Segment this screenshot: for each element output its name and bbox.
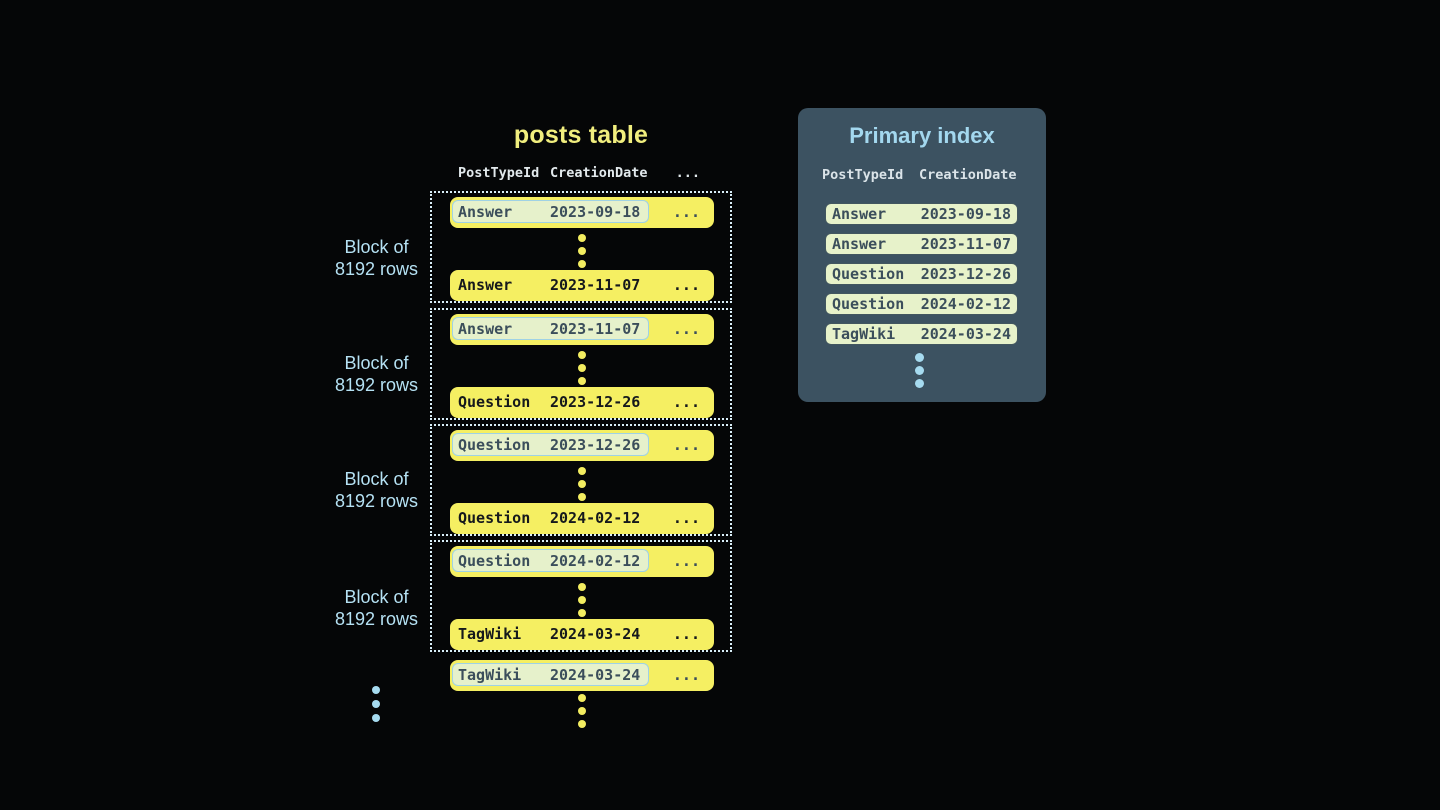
- block-label-line-2: 8192 rows: [334, 258, 419, 279]
- cell-posttypeid: Question: [458, 393, 531, 411]
- posts-block-1: Answer 2023-09-18 ... Answer 2023-11-07 …: [430, 191, 732, 303]
- block-label-line-2: 8192 rows: [334, 608, 419, 629]
- cell-creationdate: 2023-09-18: [550, 203, 641, 221]
- cell-creationdate: 2024-03-24: [920, 324, 1011, 343]
- block-label-line-1: Block of: [344, 353, 409, 373]
- block-2-index-mark-highlight: [452, 317, 649, 340]
- cell-more-ellipsis: ...: [672, 276, 700, 294]
- cell-creationdate: 2023-12-26: [550, 436, 641, 454]
- cell-creationdate: 2023-11-07: [550, 276, 641, 294]
- index-column-creationdate: CreationDate: [919, 167, 1017, 183]
- cell-more-ellipsis: ...: [672, 203, 700, 221]
- block-label-line-2: 8192 rows: [334, 490, 419, 511]
- next-block-first-row: TagWiki 2024-03-24 ...: [450, 660, 714, 691]
- block-3-index-mark-highlight: [452, 433, 649, 456]
- cell-more-ellipsis: ...: [672, 552, 700, 570]
- cell-creationdate: 2024-03-24: [550, 666, 641, 684]
- cell-posttypeid: Answer: [458, 320, 513, 338]
- posts-column-creationdate: CreationDate: [550, 165, 648, 181]
- block-4-index-mark-highlight: [452, 549, 649, 572]
- index-entry-1: Answer 2023-09-18: [825, 203, 1018, 225]
- posts-table-title: posts table: [513, 121, 649, 149]
- block-3-rows-ellipsis-dots: [450, 467, 714, 501]
- cell-posttypeid: TagWiki: [458, 666, 522, 684]
- block-1-index-mark-highlight: [452, 200, 649, 223]
- cell-creationdate: 2023-12-26: [550, 393, 641, 411]
- posts-column-more-ellipsis: ...: [675, 165, 700, 181]
- posts-column-posttypeid: PostTypeId: [458, 165, 540, 181]
- cell-posttypeid: Question: [458, 436, 531, 454]
- index-entry-5: TagWiki 2024-03-24: [825, 323, 1018, 345]
- cell-more-ellipsis: ...: [672, 320, 700, 338]
- block-1-first-row: Answer 2023-09-18 ...: [450, 197, 714, 228]
- cell-creationdate: 2024-03-24: [550, 625, 641, 643]
- block-2-rows-ellipsis-dots: [450, 351, 714, 385]
- block-1-label: Block of 8192 rows: [316, 237, 437, 280]
- cell-creationdate: 2023-12-26: [920, 264, 1011, 283]
- cell-creationdate: 2023-11-07: [920, 234, 1011, 253]
- block-label-line-1: Block of: [344, 587, 409, 607]
- posts-block-2: Answer 2023-11-07 ... Question 2023-12-2…: [430, 308, 732, 420]
- block-4-label: Block of 8192 rows: [316, 587, 437, 630]
- cell-posttypeid: TagWiki: [832, 324, 896, 343]
- index-entry-3: Question 2023-12-26: [825, 263, 1018, 285]
- cell-creationdate: 2023-09-18: [920, 204, 1011, 223]
- cell-more-ellipsis: ...: [672, 509, 700, 527]
- cell-creationdate: 2024-02-12: [550, 552, 641, 570]
- cell-posttypeid: TagWiki: [458, 625, 522, 643]
- block-label-line-2: 8192 rows: [334, 374, 419, 395]
- block-2-first-row: Answer 2023-11-07 ...: [450, 314, 714, 345]
- index-continues-ellipsis-dots: [915, 353, 924, 388]
- block-3-first-row: Question 2023-12-26 ...: [450, 430, 714, 461]
- cell-posttypeid: Answer: [832, 234, 887, 253]
- cell-creationdate: 2024-02-12: [920, 294, 1011, 313]
- cell-posttypeid: Answer: [458, 276, 513, 294]
- block-3-last-row: Question 2024-02-12 ...: [450, 503, 714, 534]
- block-4-rows-ellipsis-dots: [450, 583, 714, 617]
- table-continues-ellipsis-dots: [578, 694, 586, 728]
- cell-posttypeid: Question: [832, 264, 905, 283]
- cell-posttypeid: Answer: [458, 203, 513, 221]
- cell-posttypeid: Question: [458, 552, 531, 570]
- block-4-first-row: Question 2024-02-12 ...: [450, 546, 714, 577]
- index-column-posttypeid: PostTypeId: [822, 167, 904, 183]
- next-block-index-mark-highlight: [452, 663, 649, 686]
- cell-more-ellipsis: ...: [672, 666, 700, 684]
- posts-block-3: Question 2023-12-26 ... Question 2024-02…: [430, 424, 732, 536]
- cell-more-ellipsis: ...: [672, 436, 700, 454]
- block-1-rows-ellipsis-dots: [450, 234, 714, 268]
- block-1-last-row: Answer 2023-11-07 ...: [450, 270, 714, 301]
- primary-index-title: Primary index: [849, 123, 995, 148]
- cell-creationdate: 2024-02-12: [550, 509, 641, 527]
- cell-more-ellipsis: ...: [672, 393, 700, 411]
- cell-more-ellipsis: ...: [672, 625, 700, 643]
- block-2-label: Block of 8192 rows: [316, 353, 437, 396]
- block-2-last-row: Question 2023-12-26 ...: [450, 387, 714, 418]
- posts-table-column-headers: PostTypeId CreationDate ...: [450, 163, 714, 183]
- blocks-continue-ellipsis-dots: [372, 686, 380, 722]
- primary-index-panel: Primary index PostTypeId CreationDate An…: [798, 108, 1046, 402]
- block-label-line-1: Block of: [344, 237, 409, 257]
- posts-block-4: Question 2024-02-12 ... TagWiki 2024-03-…: [430, 540, 732, 652]
- block-label-line-1: Block of: [344, 469, 409, 489]
- block-3-label: Block of 8192 rows: [316, 469, 437, 512]
- cell-posttypeid: Answer: [832, 204, 887, 223]
- cell-creationdate: 2023-11-07: [550, 320, 641, 338]
- block-4-last-row: TagWiki 2024-03-24 ...: [450, 619, 714, 650]
- cell-posttypeid: Question: [458, 509, 531, 527]
- cell-posttypeid: Question: [832, 294, 905, 313]
- index-entry-2: Answer 2023-11-07: [825, 233, 1018, 255]
- index-entry-4: Question 2024-02-12: [825, 293, 1018, 315]
